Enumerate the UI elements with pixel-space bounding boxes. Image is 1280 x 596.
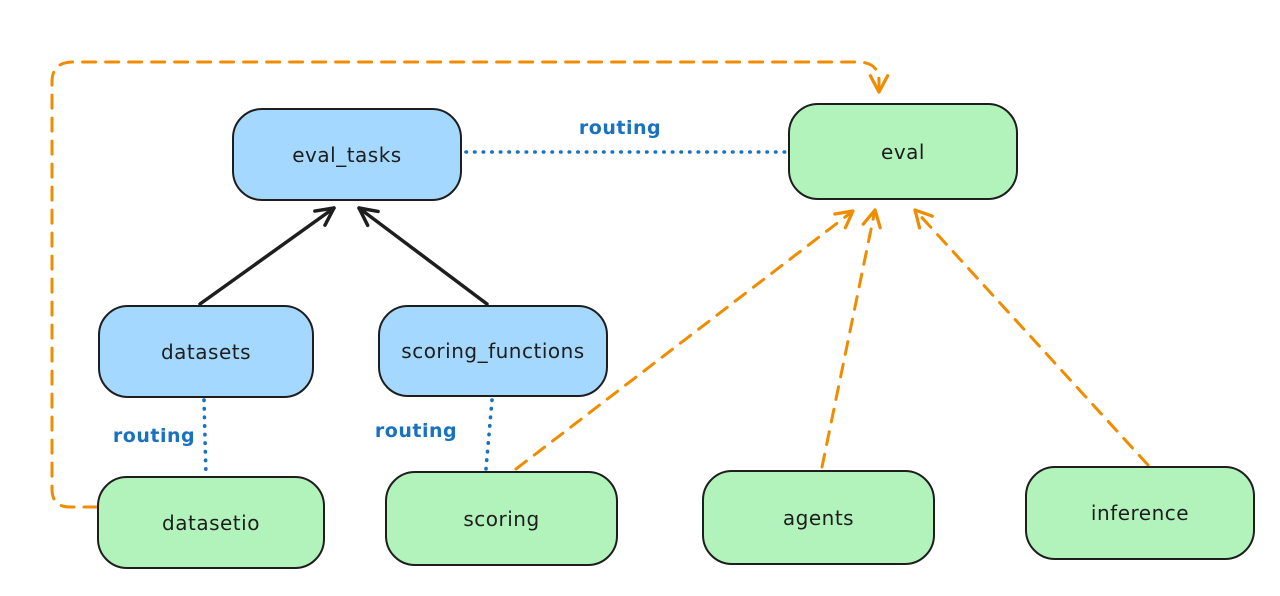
edge-inference-to-eval-dashed-arrow — [913, 208, 1150, 467]
node-datasets: datasets — [98, 305, 314, 398]
edge-label-routing-eval-tasks-eval: routing — [578, 117, 662, 139]
edge-label-routing-datasets-datasetio: routing — [112, 425, 196, 447]
node-agents: agents — [702, 470, 935, 565]
edge-label-routing-scoring-functions-scoring: routing — [374, 420, 458, 442]
edge-scoring-functions-to-eval-tasks-arrow — [357, 206, 489, 306]
node-label: datasets — [160, 339, 252, 364]
edge-datasetio-to-eval-dashed-arrow — [50, 60, 890, 509]
node-label: scoring — [463, 506, 540, 531]
node-label: datasetio — [162, 510, 260, 535]
node-label: inference — [1090, 501, 1190, 525]
edge-agents-to-eval-dashed-arrow — [820, 208, 882, 469]
node-scoring-functions: scoring_functions — [378, 305, 608, 397]
edge-scoring-to-eval-dashed-arrow — [514, 209, 855, 471]
node-label: eval_tasks — [292, 142, 402, 167]
node-label: agents — [782, 505, 855, 530]
node-inference: inference — [1025, 466, 1255, 560]
node-datasetio: datasetio — [97, 476, 325, 569]
edge-scoring-functions-to-scoring-routing-dotted — [484, 398, 494, 471]
node-eval-tasks: eval_tasks — [232, 108, 462, 201]
node-eval: eval — [788, 103, 1018, 200]
edge-datasets-to-eval-tasks-arrow — [198, 206, 336, 306]
node-label: scoring_functions — [401, 339, 585, 363]
node-scoring: scoring — [385, 471, 618, 566]
node-label: eval — [881, 139, 925, 164]
